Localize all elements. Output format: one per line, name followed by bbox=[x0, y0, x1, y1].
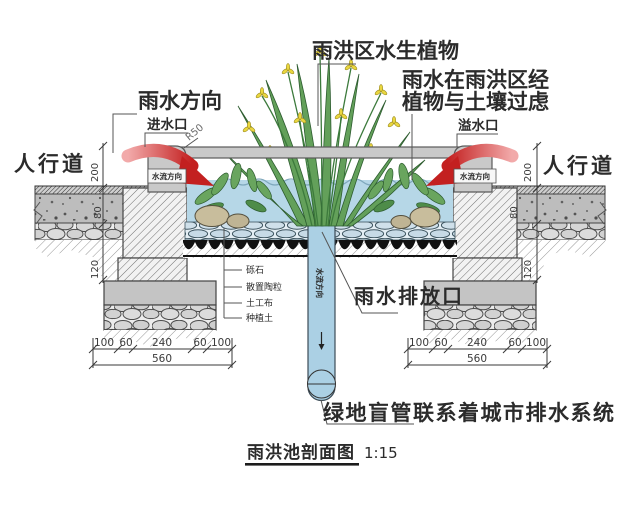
title-block: 雨洪池剖面图 1:15 bbox=[245, 442, 398, 466]
leader-lines bbox=[112, 63, 498, 425]
material-gravel-label: 砾石 bbox=[246, 264, 264, 276]
dim-bl-100b: 100 bbox=[211, 337, 231, 349]
filtration-label-line1: 雨水在雨洪区经 bbox=[402, 68, 549, 92]
dimension-texts: 200 80 120 200 80 120 100 60 240 60 100 … bbox=[90, 163, 546, 365]
dim-br-100a: 100 bbox=[409, 337, 429, 349]
sidewalk-left-label: 人行道 bbox=[14, 152, 86, 176]
dim-br-100b: 100 bbox=[526, 337, 546, 349]
discharge-outlet-label: 雨水排放口 bbox=[354, 284, 464, 308]
dim-80-left: 80 bbox=[93, 206, 104, 219]
material-planting-soil-label: 种植土 bbox=[246, 312, 273, 324]
flow-direction-boxes: 水流方向 水流方向 bbox=[147, 168, 497, 184]
dim-br-60b: 60 bbox=[508, 337, 521, 349]
right-flow-direction-label: 水流方向 bbox=[460, 171, 490, 181]
drain-pipe: 水流方向 bbox=[307, 220, 336, 402]
pipe-flow-arrow-icon bbox=[318, 344, 325, 350]
dimensions bbox=[88, 141, 552, 370]
dim-200-left: 200 bbox=[90, 163, 101, 182]
dim-bl-100a: 100 bbox=[94, 337, 114, 349]
dim-bl-560: 560 bbox=[152, 353, 172, 365]
material-ceramsite-label: 散置陶粒 bbox=[246, 281, 282, 293]
rain-direction-label: 雨水方向 bbox=[138, 89, 222, 113]
left-flow-direction-label: 水流方向 bbox=[152, 171, 182, 181]
sidewalk-right-label: 人行道 bbox=[543, 154, 615, 178]
dim-80-right: 80 bbox=[509, 206, 520, 219]
right-wall-footing bbox=[423, 187, 552, 347]
filtration-label-line2: 植物与土壤过虑 bbox=[402, 90, 549, 114]
dim-bl-240: 240 bbox=[152, 337, 172, 349]
dim-br-560: 560 bbox=[467, 353, 487, 365]
overflow-label: 溢水口 bbox=[458, 117, 499, 134]
material-geotextile-label: 土工布 bbox=[246, 297, 273, 309]
left-wall-footing bbox=[88, 187, 217, 347]
title-underline bbox=[245, 463, 359, 466]
dim-120-right: 120 bbox=[523, 260, 534, 279]
text-labels: 雨洪区水生植物 雨水在雨洪区经 植物与土壤过虑 雨水方向 进水口 溢水口 人行道… bbox=[14, 39, 616, 425]
pipe-flow-direction-label: 水流方向 bbox=[315, 268, 325, 298]
dim-200-right: 200 bbox=[523, 163, 534, 182]
dim-120-left: 120 bbox=[90, 260, 101, 279]
dim-br-240: 240 bbox=[467, 337, 487, 349]
rocks bbox=[194, 205, 441, 229]
plants-title-label: 雨洪区水生植物 bbox=[312, 39, 459, 63]
blind-pipe-note-label: 绿地盲管联系着城市排水系统 bbox=[323, 401, 616, 425]
dim-br-60a: 60 bbox=[434, 337, 447, 349]
drawing-title: 雨洪池剖面图 bbox=[247, 442, 355, 463]
inlet-label: 进水口 bbox=[147, 116, 188, 133]
dim-bl-60a: 60 bbox=[119, 337, 132, 349]
drawing-scale: 1:15 bbox=[364, 444, 398, 462]
dim-bl-60b: 60 bbox=[193, 337, 206, 349]
